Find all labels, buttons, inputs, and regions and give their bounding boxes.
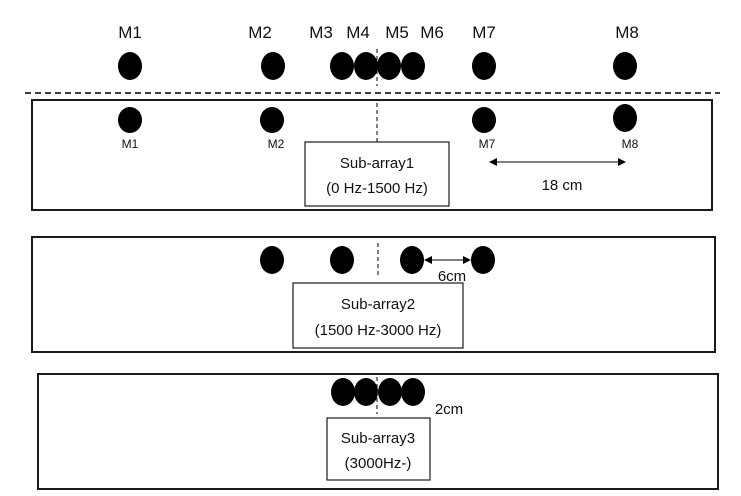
mic (401, 378, 425, 406)
mic-m8 (613, 104, 637, 132)
sub-array-3-range: (3000Hz-) (345, 455, 412, 472)
mic-m7 (472, 107, 496, 133)
sub-array-2-range: (1500 Hz-3000 Hz) (315, 322, 442, 339)
mic (400, 246, 424, 274)
sub-array-3-name: Sub-array3 (341, 430, 415, 447)
sub-array-2-name: Sub-array2 (341, 296, 415, 313)
spacing-label: 18 cm (542, 177, 583, 194)
mic-label-m8: M8 (615, 23, 639, 42)
mic (331, 378, 355, 406)
mic-m7 (472, 52, 496, 80)
sub-array-2-frame (31, 236, 716, 353)
sub-array-3-label-box (326, 417, 431, 481)
mic-label-m3: M3 (309, 23, 333, 42)
mic-label-m6: M6 (420, 23, 444, 42)
mic-label-m5: M5 (385, 23, 409, 42)
sub-array-1-name: Sub-array1 (340, 155, 414, 172)
sub-array-1-label-box (304, 141, 450, 207)
mic (354, 378, 378, 406)
sub-array-1-range: (0 Hz-1500 Hz) (326, 180, 428, 197)
mic-label-m7: M7 (472, 23, 496, 42)
mic-label-m2: M2 (248, 23, 272, 42)
mic-m2 (261, 52, 285, 80)
spacing-label: 2cm (435, 401, 463, 418)
mic (378, 378, 402, 406)
sub-array-2: 6cm Sub-array2 (1500 Hz-3000 Hz) (31, 236, 716, 353)
mic-label-m1: M1 (122, 137, 139, 151)
mic-m2 (260, 107, 284, 133)
sub-array-2-label-box (292, 282, 464, 349)
mic-m6 (401, 52, 425, 80)
spacing-label: 6cm (438, 268, 466, 285)
mic-m4 (354, 52, 378, 80)
full-array: M1 M2 M3 M4 M5 M6 M7 M8 (118, 23, 639, 86)
mic-m1 (118, 52, 142, 80)
mic-m5 (377, 52, 401, 80)
sub-array-1-frame (31, 99, 713, 211)
sub-array-3-frame (37, 373, 719, 490)
mic-label-m8: M8 (622, 137, 639, 151)
mic-m1 (118, 107, 142, 133)
mic-label-m7: M7 (479, 137, 496, 151)
mic-m3 (330, 52, 354, 80)
mic (330, 246, 354, 274)
mic-label-m4: M4 (346, 23, 370, 42)
mic-m8 (613, 52, 637, 80)
mic-label-m1: M1 (118, 23, 142, 42)
mic (260, 246, 284, 274)
mic (471, 246, 495, 274)
sub-array-3: 2cm Sub-array3 (3000Hz-) (37, 373, 719, 490)
sub-array-1: M1 M2 M7 M8 18 cm Sub-array1 (0 Hz-1500 … (31, 99, 713, 211)
mic-label-m2: M2 (268, 137, 285, 151)
